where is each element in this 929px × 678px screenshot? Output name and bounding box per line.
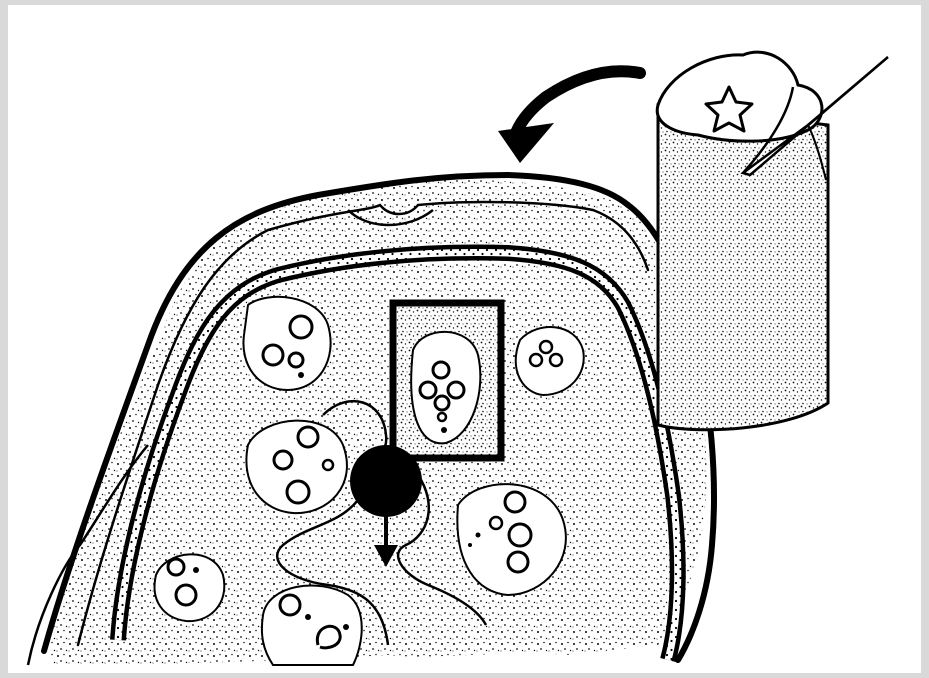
cell-cluster: [155, 554, 225, 621]
curved-arrow: [498, 71, 640, 163]
highlight-box: [393, 303, 501, 458]
cell-cluster: [243, 297, 330, 390]
illustration-canvas: [8, 5, 921, 673]
biology-illustration: [8, 5, 921, 673]
cell-cluster: [246, 421, 347, 514]
rolled-sheet: [657, 52, 888, 430]
central-dot: [350, 445, 422, 517]
cell-cluster: [262, 585, 362, 665]
